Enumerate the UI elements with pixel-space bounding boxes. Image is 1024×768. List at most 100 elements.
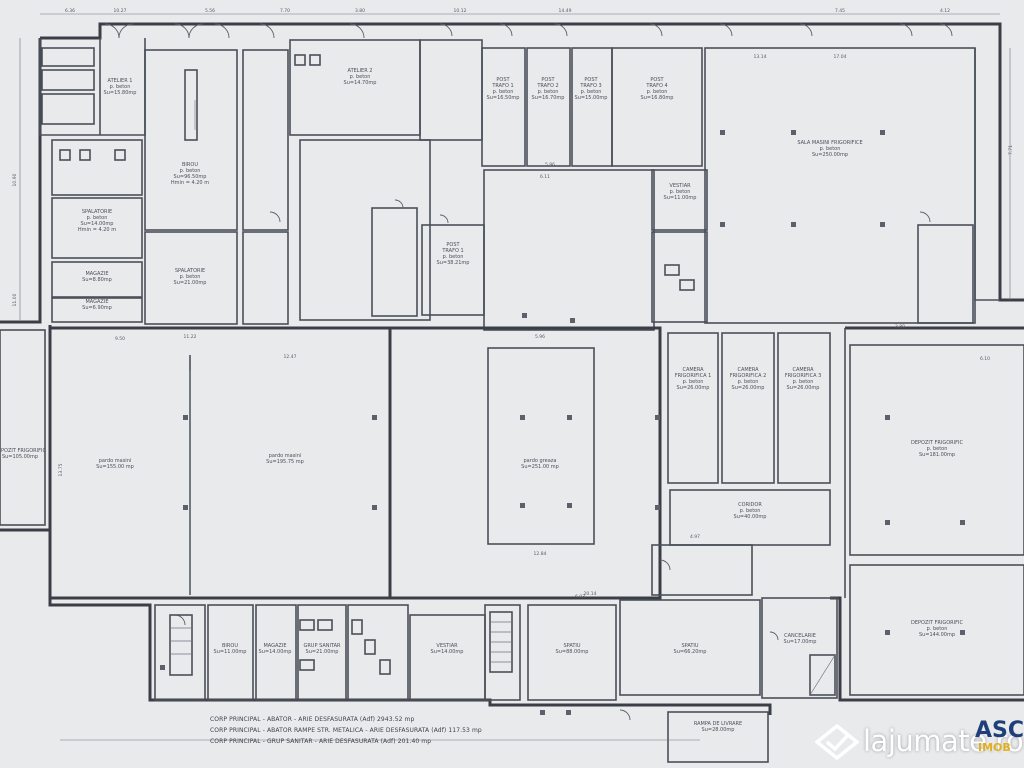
room-label-line: ATELIER 1 — [108, 78, 133, 84]
room-label-line: p. beton — [110, 84, 131, 90]
room-label-line: Su=38.21mp — [437, 260, 470, 266]
dimension-top: 14.49 — [559, 8, 572, 14]
left-small-rooms — [41, 47, 289, 325]
area-note-grup-sanitar: CORP PRINCIPAL - GRUP SANITAR - ARIE DES… — [210, 738, 432, 745]
dimension-top: 3.80 — [355, 8, 365, 14]
dimension-inner: 20.14 — [584, 591, 597, 597]
room-label-line: p. beton — [793, 379, 814, 385]
dimension-inner: 6.11 — [540, 174, 550, 180]
room-label-line: TRAFO 1 — [441, 248, 463, 254]
dimension-inner: 11.22 — [184, 334, 197, 340]
room-label-line: p. beton — [180, 274, 201, 280]
brand-logo: ASC — [975, 718, 1024, 743]
diamond-check-icon — [815, 724, 859, 760]
room-label-line: CANCELARIE — [784, 633, 816, 639]
room-label-line: Su=155.00 mp — [96, 464, 134, 470]
room-label-line: ATELIER 2 — [348, 68, 373, 74]
dimension-top: 6.36 — [65, 8, 75, 14]
room-label-line: Su=6.90mp — [82, 305, 112, 311]
room-label-line: Hmin = 4.20 m — [171, 180, 209, 186]
room-label-line: p. beton — [670, 189, 691, 195]
room-label-line: FRIGORIFICA 3 — [785, 373, 822, 379]
room-label-line: Su=26.00mp — [787, 385, 820, 391]
room-label-line: Su=17.00mp — [784, 639, 817, 645]
room-label-line: Su=11.00mp — [214, 649, 247, 655]
room-label-line: Su=14.00mp — [431, 649, 464, 655]
dimension-side: 11.00 — [12, 293, 18, 306]
room-label-line: p. beton — [581, 89, 602, 95]
staircase — [169, 611, 836, 696]
room-label-line: p. beton — [350, 74, 371, 80]
room-label-line: Su=21.00mp — [306, 649, 339, 655]
dimension-top: 4.12 — [940, 8, 950, 14]
dimension-side: 7.71 — [1008, 145, 1014, 155]
dimension-inner: 12.47 — [284, 354, 297, 360]
room-label-line: TRAFO 4 — [645, 83, 667, 89]
room-label-line: p. beton — [647, 89, 668, 95]
room-label-line: pardo greaza — [524, 458, 557, 464]
area-note-rampe: CORP PRINCIPAL - ABATOR RAMPE STR. METAL… — [210, 727, 482, 734]
room-label-line: MAGAZIE — [85, 271, 108, 277]
room-label-line: DEPOZIT FRIGORIFIC — [0, 448, 46, 454]
top-row-walls — [39, 38, 1000, 324]
room-label-line: SPATIU — [563, 643, 580, 649]
room-label-line: CAMERA — [792, 367, 814, 373]
dimension-top: 7.45 — [835, 8, 845, 14]
room-label-line: FRIGORIFICA 1 — [675, 373, 712, 379]
room-label-line: RAMPA DE LIVRARE — [694, 721, 742, 727]
dimension-inner: 5.96 — [535, 334, 545, 340]
dimension-inner: 3.80 — [895, 324, 905, 330]
dimension-side: 13.75 — [58, 463, 64, 476]
room-label-line: p. beton — [493, 89, 514, 95]
doors — [104, 23, 953, 721]
room-label-line: Su=250.00mp — [812, 152, 848, 158]
room-label-line: p. beton — [738, 379, 759, 385]
dimension-inner: 17.04 — [834, 54, 847, 60]
room-label-line: Su=251.00 mp — [521, 464, 559, 470]
room-label-line: VESTIAR — [436, 643, 458, 649]
room-label-line: CAMERA — [682, 367, 704, 373]
bottom-row-walls — [154, 597, 838, 763]
room-label-line: Su=15.80mp — [104, 90, 137, 96]
brand-logo-sub: IMOB — [978, 741, 1011, 754]
dimension-lines — [19, 13, 1011, 741]
dimension-top: 5.56 — [205, 8, 215, 14]
room-label-line: POST — [650, 77, 664, 83]
mid-upper-walls — [299, 139, 708, 331]
room-label-line: TRAFO 3 — [579, 83, 601, 89]
area-note-abator: CORP PRINCIPAL - ABATOR - ARIE DESFASURA… — [210, 716, 415, 723]
room-label-line: DEPOZIT FRIGORIFIC — [911, 440, 963, 446]
room-label-line: p. beton — [683, 379, 704, 385]
room-label-line: BIROU — [182, 162, 198, 168]
dimension-side: 10.90 — [12, 173, 18, 186]
dimension-inner: 13.14 — [754, 54, 767, 60]
room-label-line: p. beton — [740, 508, 761, 514]
room-label-line: Su=88.00mp — [556, 649, 589, 655]
room-label-line: Su=26.00mp — [677, 385, 710, 391]
room-label-line: Su=16.70mp — [532, 95, 565, 101]
room-label-line: Su=96.50mp — [174, 174, 207, 180]
room-label-line: POST — [496, 77, 510, 83]
room-label-line: TRAFO 2 — [536, 83, 558, 89]
room-label-line: CAMERA — [737, 367, 759, 373]
